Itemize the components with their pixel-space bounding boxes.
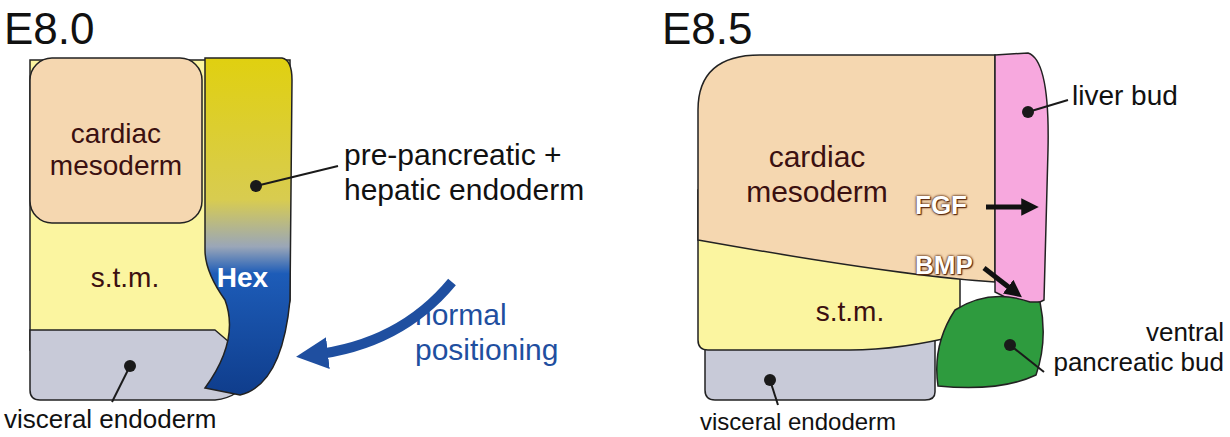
gene-domain: Hex: [205, 262, 280, 294]
leader-line: [256, 166, 338, 186]
stage-title: E8.0: [4, 4, 95, 55]
pancreatic-bud-region: [937, 297, 1043, 388]
leader-line: [1010, 345, 1044, 372]
region-name: cardiac mesoderm: [32, 118, 200, 182]
signal-name: BMP: [915, 251, 973, 281]
callout-label: liver bud: [1072, 80, 1178, 112]
stage-title: E8.5: [662, 4, 753, 55]
tissue-region: cardiac mesoderm: [32, 118, 200, 182]
fgf-arrow: [986, 205, 1030, 210]
region-name: cardiac mesoderm: [722, 140, 912, 209]
callout-label: pre-pancreatic + hepatic endoderm: [344, 138, 606, 207]
callout-label: visceral endoderm: [4, 405, 216, 435]
region-name: s.t.m.: [60, 262, 190, 294]
cardiac-mesoderm-region: [698, 55, 995, 282]
cardiac-mesoderm-region: [30, 58, 202, 223]
leader-line: [112, 366, 130, 402]
bmp-arrow: [984, 268, 1015, 292]
signal-name: FGF: [915, 191, 967, 221]
region-name: s.t.m.: [780, 296, 920, 328]
leader-line: [770, 380, 778, 405]
tissue-region: cardiac mesoderm: [722, 140, 912, 209]
region-name: Hex: [205, 262, 280, 294]
leader-line: [1028, 100, 1068, 112]
endoderm-strip: [205, 58, 292, 395]
callout-label: normal positioning: [415, 298, 595, 367]
tissue-region: s.t.m.: [780, 296, 920, 328]
callout-label: ventral pancreatic bud: [1046, 318, 1224, 378]
callout-label: visceral endoderm: [700, 408, 896, 436]
liver-bud-region: [995, 53, 1048, 305]
tissue-region: s.t.m.: [60, 262, 190, 294]
